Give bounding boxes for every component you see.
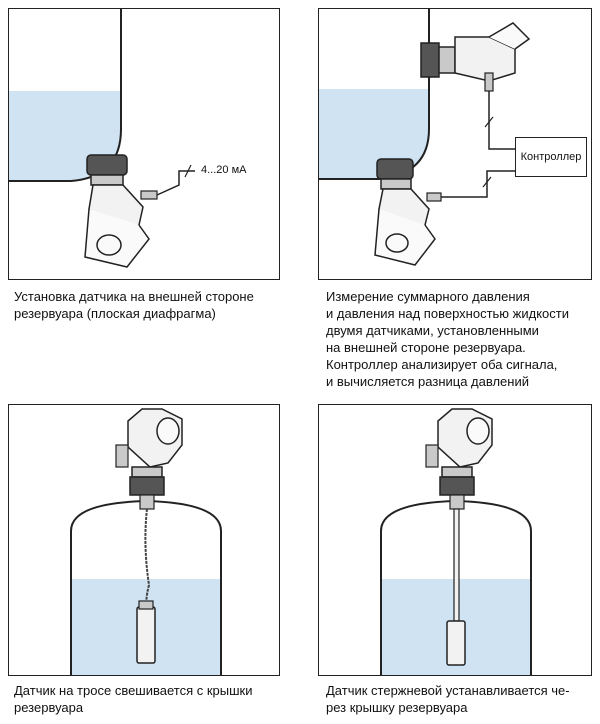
tank-4-drawing [380,408,532,675]
sensor-head-4 [425,408,493,510]
panel-differential-pressure: Контроллер [318,8,592,280]
signal-tick-1 [184,164,192,178]
sensor-rod [453,508,460,622]
caption-panel-4: Датчик стержневой устанавливается че- ре… [326,683,570,715]
rod-probe [446,620,466,666]
panel-rod-through-lid [318,404,592,676]
caption-panel-3: Датчик на тросе свешивается с крышки рез… [14,683,253,715]
signal-label: 4...20 мА [201,164,247,176]
signal-line-bottom [441,170,515,198]
submersible-probe [136,606,156,664]
sensor-top-2 [420,22,531,92]
controller-box: Контроллер [515,137,587,177]
tank-2-drawing [319,9,531,266]
signal-line-1 [156,170,195,196]
tank-1-drawing [9,9,195,268]
caption-panel-1: Установка датчика на внешней стороне рез… [14,289,254,321]
sensor-flat-1 [84,154,158,268]
caption-panel-2: Измерение суммарного давления и давления… [326,289,569,389]
signal-line-top [488,91,515,150]
sensor-bottom-2 [374,158,442,266]
panel-cable-suspended [8,404,280,676]
panel-external-flat-diaphragm: 4...20 мА [8,8,280,280]
sensor-head-3 [115,408,183,510]
liquid-2 [319,89,429,179]
tank-3-drawing [70,408,222,675]
